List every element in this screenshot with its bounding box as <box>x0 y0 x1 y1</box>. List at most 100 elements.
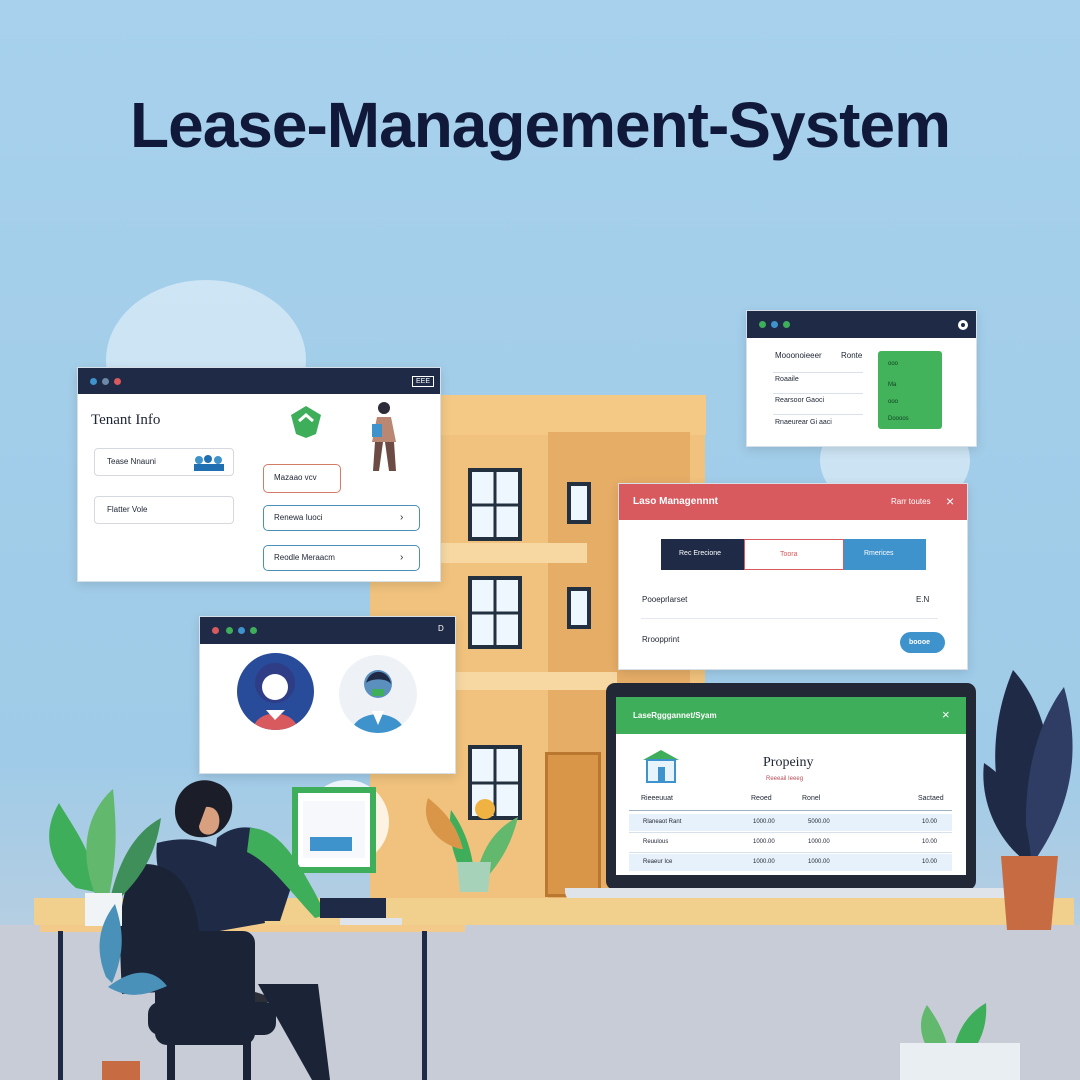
summary-row-label: Roaaile <box>775 376 799 383</box>
summary-row-label: Rnaeurear Gi aaci <box>775 419 832 426</box>
lease-window-title: Laso Managennnt <box>633 496 719 507</box>
laptop-screen: LaseRgggannet/Syam × Propeiny Reeeail Ie… <box>616 697 966 875</box>
window-control-icon[interactable] <box>226 627 233 634</box>
renewal-button-label: Renewa Iuoci <box>274 513 323 522</box>
lease-title-bar <box>619 484 967 520</box>
settings-icon[interactable] <box>957 319 969 331</box>
table-row[interactable]: Rlaneaot Rant 1000.00 5000.00 10.00 <box>629 814 952 831</box>
table-divider <box>629 852 952 853</box>
table-cell: 10.00 <box>922 859 938 865</box>
lease-header-right: Rarr toutes <box>891 497 931 506</box>
house-shield-icon <box>291 406 321 438</box>
summary-divider <box>773 414 863 415</box>
table-cell: 5000.00 <box>808 819 830 825</box>
male-avatar-icon <box>351 670 405 733</box>
chevron-right-icon: › <box>400 552 404 563</box>
table-divider <box>629 832 952 833</box>
summary-row-label: Rearsoor Gaoci <box>775 397 825 404</box>
property-heading: Propeiny <box>763 755 814 770</box>
laptop-frame: LaseRgggannet/Syam × Propeiny Reeeail Ie… <box>606 683 976 890</box>
profile-window: D <box>199 616 456 774</box>
tenant-info-title: Tenant Info <box>91 412 161 428</box>
tenant-role-value: Flatter Vole <box>107 505 148 514</box>
lease-row-divider <box>641 618 938 619</box>
property-icon <box>643 750 679 783</box>
window-menu-icon[interactable]: D <box>438 624 444 633</box>
close-icon[interactable]: × <box>946 493 955 509</box>
property-subheading: Reeeail Ieeeg <box>766 776 804 782</box>
records-button[interactable]: Reodle Meraacm › <box>263 545 420 571</box>
tenant-figure-icon <box>372 402 396 471</box>
summary-window: Mooonoieeer Ronte Roaaile Rearsoor Gaoci… <box>746 310 977 447</box>
laptop-window-title: LaseRgggannet/Syam <box>633 711 717 720</box>
lease-action-button-label: boooe <box>909 639 930 646</box>
window-control-icon[interactable] <box>238 627 245 634</box>
table-cell: 1000.00 <box>753 819 775 825</box>
page-title: Lease-Management-System <box>130 89 951 161</box>
table-row[interactable]: Reuulous 1000.00 1000.00 10.00 <box>629 834 952 851</box>
summary-divider <box>773 372 863 373</box>
table-row[interactable]: Reaeur Ice 1000.00 1000.00 10.00 <box>629 854 952 871</box>
table-divider <box>629 810 952 811</box>
tab-total[interactable]: Toora <box>744 539 844 570</box>
summary-divider <box>773 393 863 394</box>
window-badge: EEE <box>412 376 435 387</box>
lease-action-button[interactable]: boooe <box>900 632 945 653</box>
summary-heading-right: Ronte <box>841 351 863 360</box>
window-control-icon[interactable] <box>90 378 97 385</box>
window-control-icon[interactable] <box>114 378 121 385</box>
lease-row-label: Rroopprint <box>642 635 680 644</box>
tenant-role-field[interactable]: Flatter Vole <box>94 496 234 524</box>
close-icon[interactable]: × <box>942 707 950 722</box>
tab-label: Rmerices <box>864 550 894 557</box>
lease-management-window: Laso Managennnt Rarr toutes × Rec Erecio… <box>618 483 968 670</box>
table-cell: Reuulous <box>643 839 669 845</box>
renewal-button[interactable]: Renewa Iuoci › <box>263 505 420 531</box>
table-cell: 10.00 <box>922 819 938 825</box>
lease-row-label: Pooeprlarset <box>642 595 688 604</box>
building-window <box>567 587 591 629</box>
maintenance-button-label: Mazaao vcv <box>274 473 317 482</box>
maintenance-button[interactable]: Mazaao vcv <box>263 464 341 493</box>
tab-recent[interactable]: Rec Erecione <box>661 539 744 570</box>
tab-label: Rec Erecione <box>679 550 722 557</box>
status-card-text: Doooos <box>888 416 909 422</box>
small-plant-floor-right <box>900 1003 1020 1080</box>
building-door <box>545 752 601 897</box>
window-control-icon[interactable] <box>212 627 219 634</box>
window-control-icon[interactable] <box>250 627 257 634</box>
building-window <box>567 482 591 524</box>
table-header: Sactaed <box>918 795 944 802</box>
window-control-icon[interactable] <box>771 321 778 328</box>
building-roof <box>438 395 706 435</box>
table-header: Rieeeuuat <box>641 795 673 802</box>
desk-worker-illustration <box>40 748 465 1080</box>
tenant-name-value: Tease Nnauni <box>107 457 156 466</box>
table-header: Reoed <box>751 795 772 802</box>
laptop-title-bar <box>616 697 966 734</box>
tenant-name-field[interactable]: Tease Nnauni <box>94 448 234 476</box>
status-card-text: Ma <box>888 382 897 388</box>
avatar-male[interactable] <box>339 655 417 733</box>
summary-status-card[interactable]: ooo Ma ooo Doooos <box>878 351 942 429</box>
user-group-icon <box>194 455 224 471</box>
desk-plant-center <box>425 798 518 892</box>
window-control-icon[interactable] <box>759 321 766 328</box>
table-cell: 1000.00 <box>808 859 830 865</box>
table-cell: 1000.00 <box>808 839 830 845</box>
window-title-bar <box>78 368 440 394</box>
avatar-female[interactable] <box>237 653 314 730</box>
table-cell: 1000.00 <box>753 859 775 865</box>
table-cell: 1000.00 <box>753 839 775 845</box>
female-avatar-icon <box>253 663 298 730</box>
lease-row-value: E.N <box>916 595 930 604</box>
window-control-icon[interactable] <box>783 321 790 328</box>
window-control-icon[interactable] <box>102 378 109 385</box>
building-window <box>468 468 522 541</box>
tab-remittances[interactable]: Rmerices <box>844 539 926 570</box>
tab-label: Toora <box>780 551 798 558</box>
table-cell: 10.00 <box>922 839 938 845</box>
table-header: Ronel <box>802 795 821 802</box>
records-button-label: Reodle Meraacm <box>274 553 335 562</box>
